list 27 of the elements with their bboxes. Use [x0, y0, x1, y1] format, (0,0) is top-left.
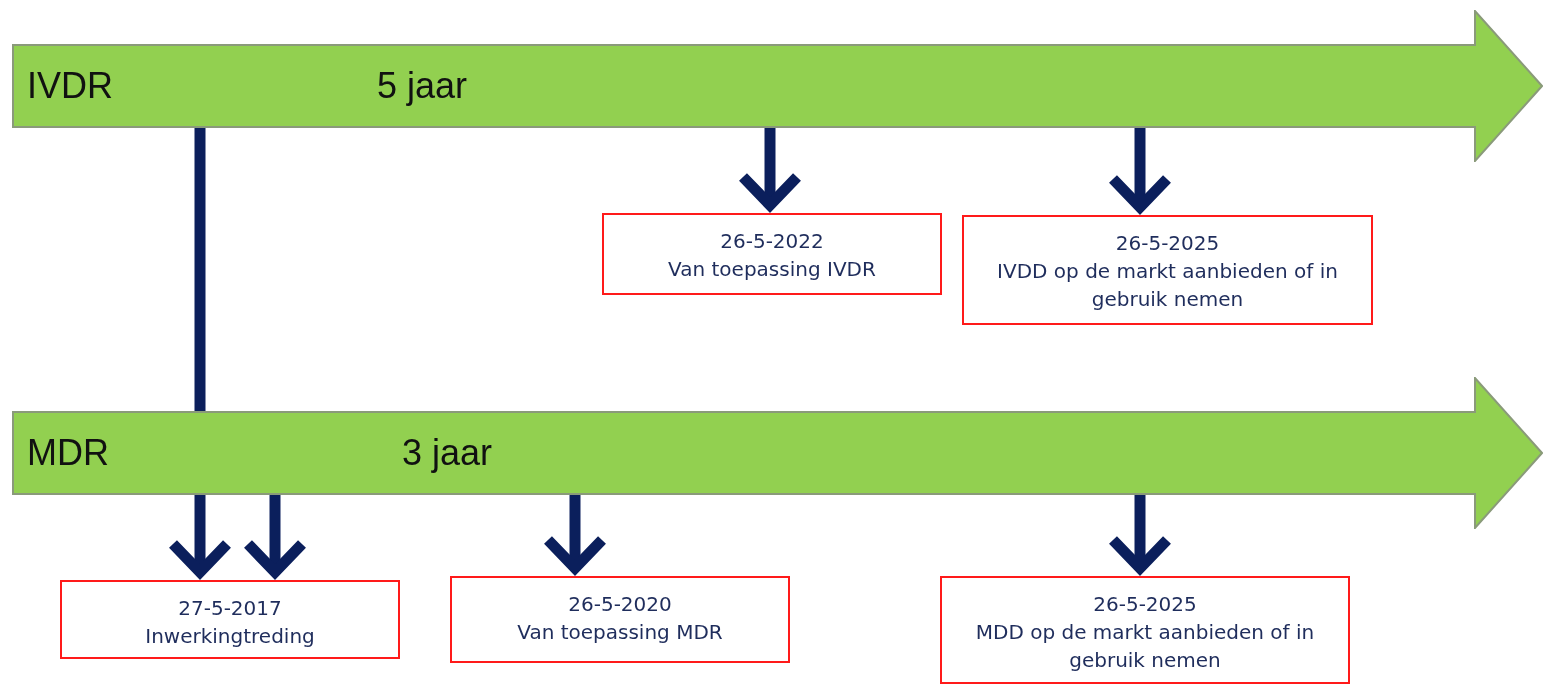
- arrow: [1107, 127, 1173, 213]
- duration-label: 5 jaar: [377, 66, 468, 106]
- duration-label: 3 jaar: [402, 433, 493, 473]
- date-text: 26-5-2022: [720, 228, 824, 255]
- arrow: [167, 494, 233, 578]
- timeline-arrow-band: [12, 377, 1543, 529]
- arrow: [737, 127, 803, 211]
- regulation-label: MDR: [27, 433, 109, 473]
- regulation-label: IVDR: [27, 66, 113, 106]
- milestone-box: [940, 576, 1350, 684]
- milestone-box: [962, 215, 1373, 325]
- milestone-box: [60, 580, 400, 659]
- arrow: [242, 494, 308, 578]
- date-text: 26-5-2025: [1115, 230, 1220, 257]
- milestone-text: IVDD op de markt aanbieden of in gebruik nemen: [997, 258, 1338, 313]
- milestone-text: Van toepassing MDR: [517, 619, 723, 646]
- date-text: 26-5-2020: [568, 591, 672, 618]
- timeline-arrow-band: [12, 10, 1543, 162]
- date-text: 26-5-2025: [1093, 591, 1197, 618]
- arrow: [1107, 494, 1173, 574]
- milestone-box: [602, 213, 942, 295]
- milestone-text: MDD op de markt aanbieden of in gebruik nemen: [975, 619, 1315, 674]
- date-text: 27-5-2017: [178, 595, 282, 622]
- milestone-text: Van toepassing IVDR: [668, 256, 876, 283]
- milestone-text: Inwerkingtreding: [145, 623, 315, 650]
- milestone-box: [450, 576, 790, 663]
- arrow: [542, 494, 608, 574]
